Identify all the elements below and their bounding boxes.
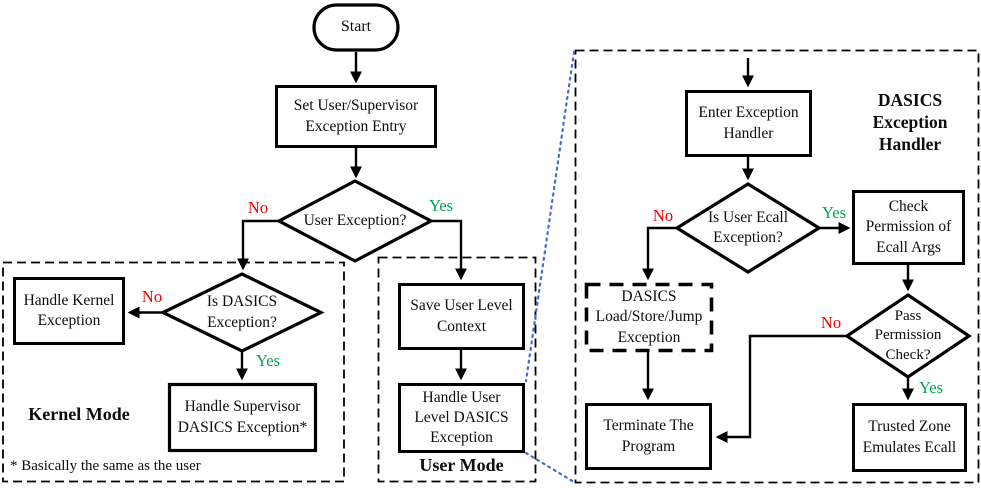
handle-supervisor-label: Handle Supervisor DASICS Exception* <box>177 398 308 436</box>
is-ecall-no-label: No <box>652 206 674 226</box>
is-dasics-label: Is DASICS Exception? <box>206 293 278 331</box>
terminate-node-shape <box>585 403 712 470</box>
pass-check-no-label: No <box>820 313 842 333</box>
save-context-label: Save User Level Context <box>410 297 513 335</box>
pass-check-label: Pass Permission Check? <box>874 307 942 363</box>
handle-kernel-node-shape <box>13 277 125 345</box>
user-exception-no-label: No <box>247 198 269 218</box>
check-permission-node-shape <box>852 190 965 265</box>
footnote: * Basically the same as the user <box>10 458 201 475</box>
check-permission-label: Check Permission of Ecall Args <box>865 198 952 256</box>
user-mode-title: User Mode <box>419 455 504 476</box>
arrow-userexception-no <box>237 219 279 271</box>
save-context-node-shape <box>398 283 525 350</box>
arrow-passcheck-no <box>715 334 847 443</box>
pass-check-diamond <box>844 293 972 379</box>
arrow-userexception-yes <box>431 219 467 281</box>
is-ecall-label: Is User Ecall Exception? <box>707 208 789 246</box>
enter-handler-node-shape <box>685 90 812 157</box>
start-label: Start <box>340 18 372 36</box>
user-exception-label: User Exception? <box>303 211 407 229</box>
kernel-mode-region <box>2 261 345 483</box>
load-store-jump-label: DASICS Load/Store/Jump Exception <box>595 288 703 346</box>
user-mode-region <box>377 256 537 483</box>
set-entry-node-shape <box>275 85 437 148</box>
handle-user-node-shape <box>398 383 525 453</box>
arrow-isecall-no <box>642 226 677 281</box>
handle-kernel-label: Handle Kernel Exception <box>23 291 115 329</box>
user-exception-yes-label: Yes <box>428 196 453 216</box>
is-dasics-no-label: No <box>141 287 163 307</box>
callout-line-top <box>524 50 576 383</box>
user-exception-diamond <box>275 179 435 263</box>
callout-line-bottom <box>524 451 576 484</box>
load-store-jump-node-shape <box>584 282 714 353</box>
is-dasics-diamond <box>159 272 325 353</box>
enter-handler-label: Enter Exception Handler <box>698 104 799 142</box>
dasics-handler-region <box>574 49 980 484</box>
terminate-label: Terminate The Program <box>603 417 694 455</box>
is-dasics-yes-label: Yes <box>255 351 280 371</box>
trusted-zone-label: Trusted Zone Emulates Ecall <box>862 418 957 456</box>
kernel-mode-title: Kernel Mode <box>28 404 130 425</box>
set-entry-label: Set User/Supervisor Exception Entry <box>293 97 419 135</box>
is-ecall-yes-label: Yes <box>821 203 846 223</box>
dasics-handler-title: DASICS Exception Handler <box>872 90 948 154</box>
trusted-zone-node-shape <box>852 403 967 472</box>
handle-user-label: Handle User Level DASICS Exception <box>414 388 509 447</box>
handle-supervisor-node-shape <box>167 382 318 453</box>
start-node-shape <box>312 3 400 52</box>
is-ecall-diamond <box>673 182 823 274</box>
pass-check-yes-label: Yes <box>918 378 943 398</box>
